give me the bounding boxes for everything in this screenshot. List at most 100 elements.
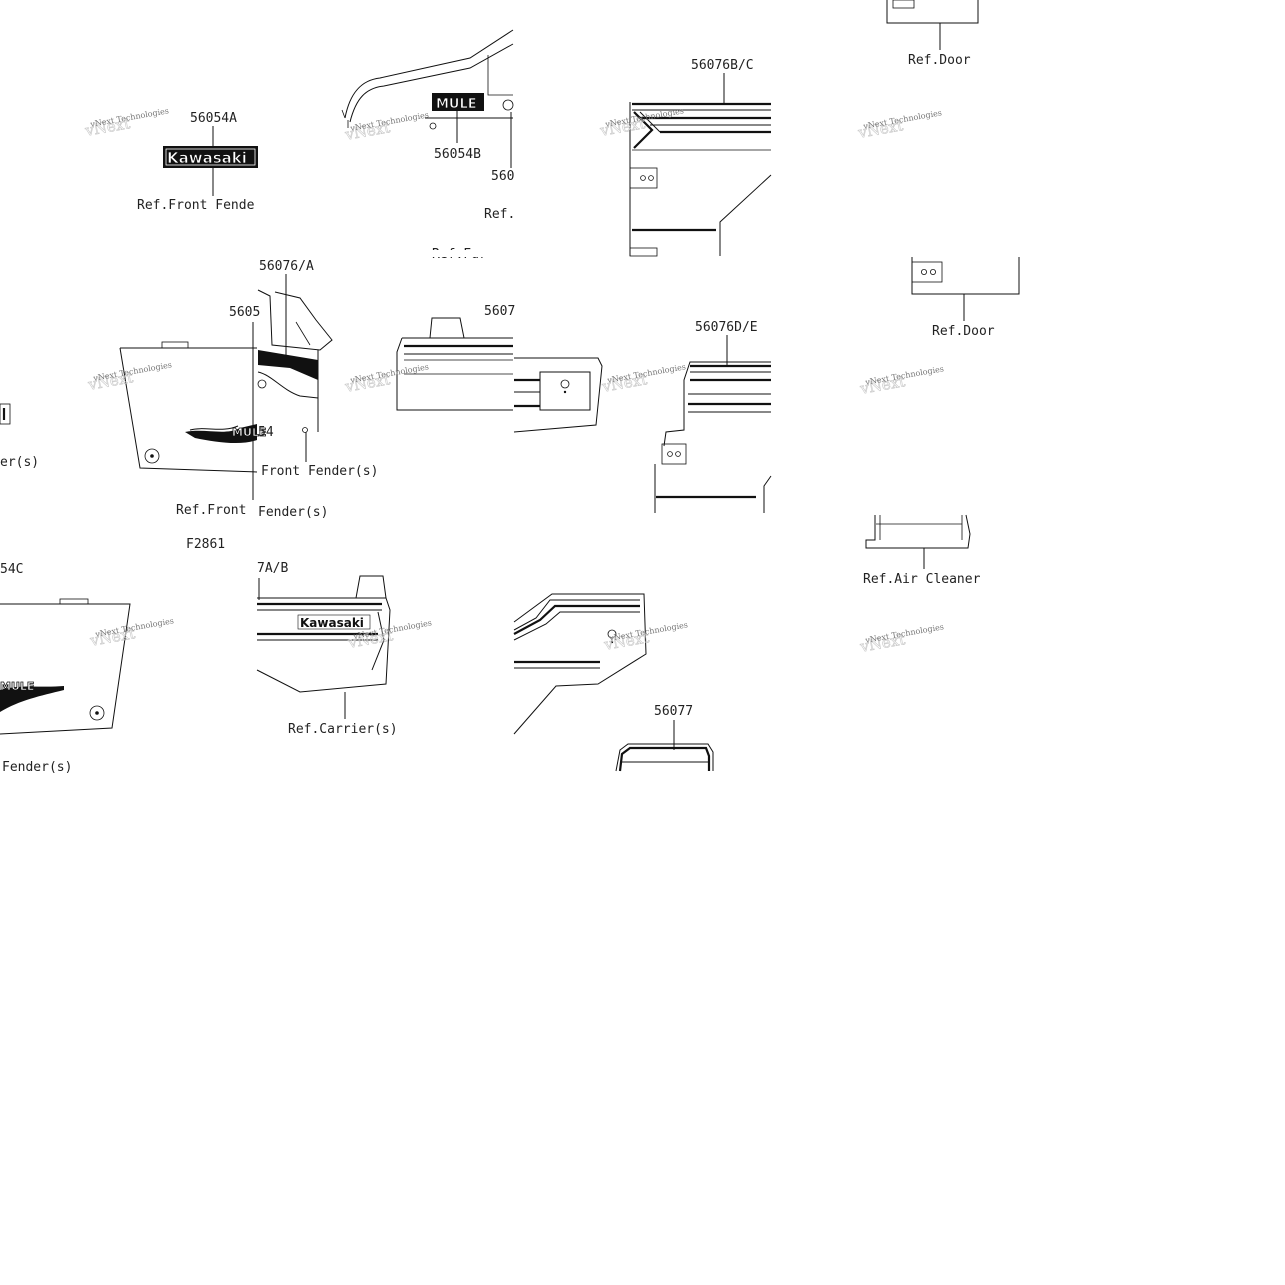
fender-tab bbox=[161, 341, 189, 349]
carrier-tab bbox=[429, 317, 465, 339]
lamp-icon[interactable] bbox=[560, 379, 570, 389]
lamp-dot bbox=[610, 640, 614, 644]
watermark: vNext vNext Technologies bbox=[858, 364, 945, 398]
ref-door-label: Ref.Door bbox=[932, 324, 995, 339]
ref-air-cleaner-label: Ref.Air Cleaner bbox=[863, 572, 981, 587]
latch-bolt bbox=[921, 268, 928, 275]
fender-bolt bbox=[144, 448, 160, 464]
air-cleaner-decal[interactable] bbox=[615, 743, 714, 772]
watermark: vNext vNext Technologies bbox=[343, 362, 430, 396]
panel-cutout bbox=[763, 475, 772, 513]
part-number-7ab[interactable]: 7A/B bbox=[257, 561, 288, 576]
kawasaki-decal[interactable] bbox=[297, 614, 371, 630]
ref-door-label: Ref.Door bbox=[908, 53, 971, 68]
figure-code: F2861 bbox=[186, 537, 225, 552]
part-number-5605[interactable]: 5605 bbox=[229, 305, 260, 320]
fender-outline bbox=[0, 603, 131, 735]
part-number-cut[interactable]: 560 bbox=[491, 169, 514, 184]
part-number-56077[interactable]: 56077 bbox=[654, 704, 693, 719]
ref-carrier-label: Ref.Carrier(s) bbox=[288, 722, 398, 737]
stripe bbox=[513, 599, 640, 631]
bolt-hole bbox=[302, 427, 308, 433]
latch-bolt bbox=[640, 175, 646, 181]
cowl-profile bbox=[257, 289, 333, 351]
panel-outline bbox=[663, 361, 771, 447]
latch-bolt bbox=[667, 451, 673, 457]
lamp-icon[interactable] bbox=[607, 629, 617, 639]
watermark: vNext vNext Technologies bbox=[86, 360, 173, 394]
door-latch bbox=[892, 0, 915, 9]
tile-54c: 54C MULE Fender(s) bbox=[0, 562, 131, 775]
ref-front-fender-label-a: Ref.Front bbox=[176, 503, 246, 518]
ref-front-fender-label-c: Front Fender(s) bbox=[261, 464, 378, 479]
tile-56054a: 56054A Kawasaki Ref.Front Fende bbox=[137, 111, 258, 213]
air-cleaner-decal-border bbox=[618, 746, 711, 772]
chevron-decal bbox=[633, 111, 654, 149]
kawasaki-logo-text: Kawasaki bbox=[167, 149, 247, 167]
part-number-56076a[interactable]: 56076/A bbox=[259, 259, 314, 274]
carrier-tab bbox=[355, 575, 387, 599]
tile-56076de: 56076D/E bbox=[654, 320, 772, 513]
kawasaki-decal-border bbox=[165, 148, 256, 166]
fender-bolt-center bbox=[95, 711, 99, 715]
flame-decal[interactable] bbox=[0, 686, 64, 712]
watermark: vNext vNext Technologies bbox=[598, 106, 685, 140]
panel-cutout bbox=[719, 174, 772, 256]
tile-ref-door-top: Ref.Door bbox=[886, 0, 979, 68]
tile-7ab: 7A/B Kawasaki Ref.Carrier(s) bbox=[256, 561, 398, 737]
fender-curve bbox=[257, 371, 319, 399]
watermark: vNext vNext Technologies bbox=[343, 110, 430, 144]
latch-bolt bbox=[930, 268, 937, 275]
stripe bbox=[513, 604, 640, 635]
mule-logo-text: MULE bbox=[436, 97, 477, 112]
part-number-56054b[interactable]: 56054B bbox=[434, 147, 481, 162]
part-number-54c[interactable]: 54C bbox=[0, 562, 23, 577]
watermark: vNext vNext Technologies bbox=[88, 616, 175, 650]
ref-front-fender-label-b: Fender(s) bbox=[258, 505, 328, 520]
kawasaki-logo-text: Kawasaki bbox=[300, 616, 364, 630]
stripe-decal[interactable] bbox=[258, 350, 318, 380]
fender-tab bbox=[59, 598, 89, 605]
lamp-dot bbox=[563, 390, 567, 394]
tile-ref-air-cleaner: Ref.Air Cleaner bbox=[863, 514, 981, 587]
fender-inner-line bbox=[349, 43, 514, 123]
mule-logo-text: MULE bbox=[232, 426, 266, 439]
kawasaki-decal[interactable] bbox=[163, 146, 258, 168]
carrier-outline bbox=[396, 337, 513, 411]
fender-bolt-center bbox=[150, 454, 154, 458]
bolt-hole bbox=[429, 122, 437, 130]
mule-decal[interactable] bbox=[432, 93, 484, 111]
part-number-56076bc[interactable]: 56076B/C bbox=[691, 58, 754, 73]
latch-bolt bbox=[648, 175, 654, 181]
ref-cut-label: Ref. bbox=[484, 207, 515, 222]
flame-decal[interactable] bbox=[185, 424, 257, 444]
watermarks: vNext vNext Technologies vNext vNext Tec… bbox=[83, 106, 945, 656]
ref-front-fender-label: Ref.Front Fende bbox=[137, 198, 255, 213]
part-number-5607[interactable]: 5607 bbox=[484, 304, 515, 319]
stripe bbox=[513, 611, 640, 641]
door-outline bbox=[911, 257, 1020, 295]
panel-fragment bbox=[0, 403, 11, 425]
fender-outline bbox=[119, 347, 258, 473]
watermark: vNext vNext Technologies bbox=[856, 108, 943, 142]
part-number-56076de[interactable]: 56076D/E bbox=[695, 320, 758, 335]
cowl-line bbox=[295, 321, 311, 346]
air-cleaner-outline bbox=[865, 514, 971, 549]
fender-tip bbox=[341, 109, 349, 128]
part-number-54[interactable]: 54 bbox=[258, 425, 274, 440]
carrier-outline bbox=[256, 597, 391, 693]
tile-56076a: 56076/A 5605 MULE Ref.Front Fender(s) F2… bbox=[119, 259, 378, 552]
tile-5607: 5607 bbox=[396, 304, 603, 433]
door-latch bbox=[629, 247, 658, 257]
tile-56054b: MULE 56054B 560 Ref. Ref.Fur bbox=[341, 29, 515, 262]
tile-crop-mask bbox=[425, 250, 515, 257]
tile-56077: 56077 bbox=[513, 593, 714, 772]
watermark: vNext vNext Technologies bbox=[858, 622, 945, 656]
door-outline bbox=[886, 0, 979, 24]
bolt-hole bbox=[502, 99, 514, 111]
part-number-56054a[interactable]: 56054A bbox=[190, 111, 237, 126]
bolt-hole bbox=[257, 379, 267, 389]
door-latch bbox=[661, 443, 687, 465]
carrier-inner bbox=[371, 611, 385, 671]
